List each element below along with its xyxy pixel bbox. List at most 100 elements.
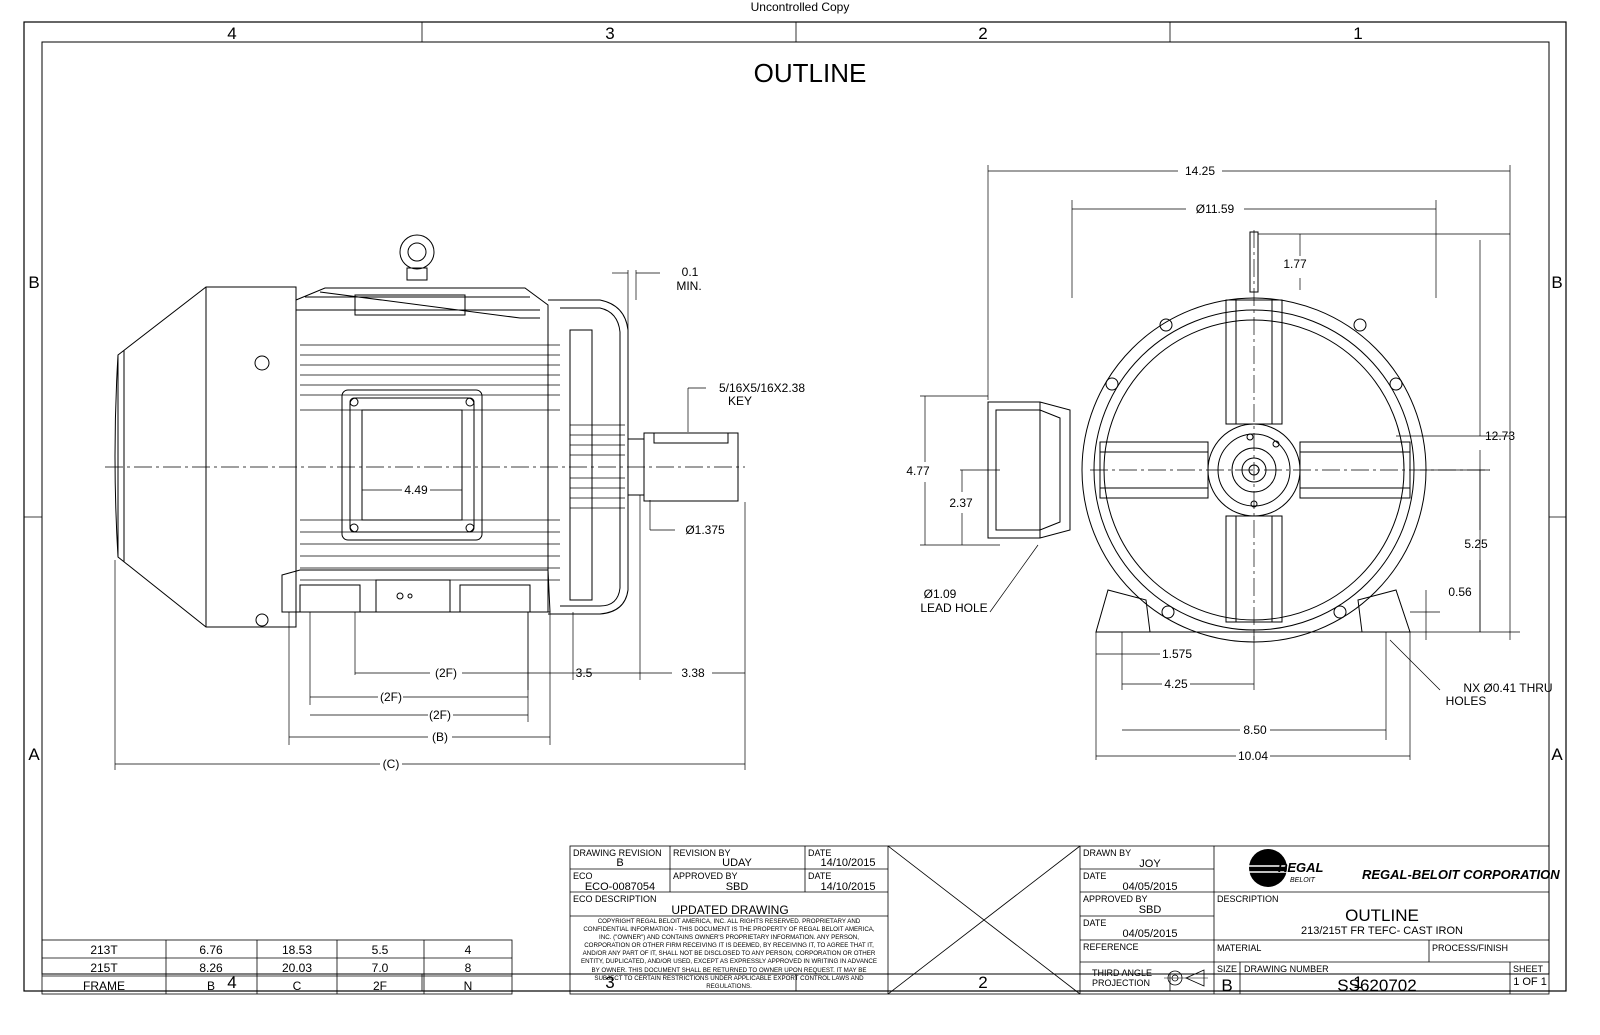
frame-cell: 7.0 xyxy=(372,961,389,975)
side-view-dimension-lines xyxy=(114,270,746,770)
zone-top-1: 1 xyxy=(1353,24,1362,43)
frame-cell: 213T xyxy=(90,943,118,957)
holes-label: HOLES xyxy=(1446,694,1487,708)
approved-by-label: APPROVED BY xyxy=(673,871,738,881)
frame-cell: 18.53 xyxy=(282,943,312,957)
description-subtitle: 213/215T FR TEFC- CAST IRON xyxy=(1301,925,1463,937)
dim-2f-middle: (2F) xyxy=(380,690,402,704)
eco-description-label: ECO DESCRIPTION xyxy=(573,894,657,904)
zone-bottom-4: 4 xyxy=(227,973,236,992)
zone-bottom-2: 2 xyxy=(978,973,987,992)
logo-text-regal: REGAL xyxy=(1278,860,1324,875)
motor-side-view xyxy=(105,234,745,628)
frame-table: 213T 6.76 18.53 5.5 4 215T 8.26 20.03 7.… xyxy=(83,943,472,993)
frame-cell: 2F xyxy=(373,979,387,993)
projection-line-2: PROJECTION xyxy=(1092,978,1150,988)
dim-11-59: Ø11.59 xyxy=(1196,202,1235,216)
dim-4-25: 4.25 xyxy=(1164,677,1188,691)
frame-cell: 4 xyxy=(465,943,472,957)
reference-label: REFERENCE xyxy=(1083,942,1139,952)
approved-date-label: DATE xyxy=(808,871,831,881)
dim-14-25: 14.25 xyxy=(1185,164,1215,178)
drawn-date: 04/05/2015 xyxy=(1122,881,1177,893)
dim-10-04: 10.04 xyxy=(1238,749,1268,763)
approved-date: 14/10/2015 xyxy=(820,881,875,893)
dim-4-77: 4.77 xyxy=(906,464,930,478)
revision-by: UDAY xyxy=(722,857,752,869)
dim-2f-lower: (2F) xyxy=(429,708,451,722)
title-block-grid xyxy=(569,845,1550,995)
frame-cell: C xyxy=(293,979,302,993)
company-name: REGAL-BELOIT CORPORATION xyxy=(1362,867,1560,882)
zone-bottom-1: 1 xyxy=(1353,973,1362,992)
lead-hole-diameter: Ø1.09 xyxy=(924,587,957,601)
zone-left-b: B xyxy=(28,273,39,292)
drawing-revision-label: DRAWING REVISION xyxy=(573,848,662,858)
projection-line-1: THIRD ANGLE xyxy=(1092,968,1152,978)
drawn-by: JOY xyxy=(1139,858,1161,870)
eco-number: ECO-0087054 xyxy=(585,881,655,893)
zone-left-a: A xyxy=(28,745,40,764)
dim-min-value: 0.1 xyxy=(682,265,699,279)
dim-12-73: 12.73 xyxy=(1485,429,1515,443)
dim-3-38: 3.38 xyxy=(681,666,705,680)
key-spec: 5/16X5/16X2.38 xyxy=(719,381,805,395)
dim-min-label: MIN. xyxy=(676,279,701,293)
dim-1-77: 1.77 xyxy=(1283,257,1307,271)
zone-right-b: B xyxy=(1551,273,1562,292)
zone-right-a: A xyxy=(1551,745,1563,764)
drawing-title: OUTLINE xyxy=(754,58,867,88)
zone-top-2: 2 xyxy=(978,24,987,43)
frame-cell: 6.76 xyxy=(199,943,223,957)
frame-cell: B xyxy=(207,979,215,993)
frame-cell: 8 xyxy=(465,961,472,975)
frame-cell: 215T xyxy=(90,961,118,975)
process-finish-label: PROCESS/FINISH xyxy=(1432,943,1508,953)
material-label: MATERIAL xyxy=(1217,943,1261,953)
description-label: DESCRIPTION xyxy=(1217,894,1279,904)
approved-by: SBD xyxy=(1139,904,1162,916)
regal-beloit-logo: REGAL BELOIT xyxy=(1240,849,1324,887)
approved-by-rev: SBD xyxy=(726,881,749,893)
dim-3-5: 3.5 xyxy=(576,666,593,680)
frame-cell: 8.26 xyxy=(199,961,223,975)
inner-border xyxy=(41,41,1550,975)
holes-spec: NX Ø0.41 THRU xyxy=(1463,681,1552,695)
drawing-number-label: DRAWING NUMBER xyxy=(1244,964,1329,974)
frame-cell: FRAME xyxy=(83,979,125,993)
frame-table-grid xyxy=(41,939,513,995)
dim-shaft-diameter: Ø1.375 xyxy=(685,523,725,537)
end-view-dimension-lines xyxy=(920,165,1520,760)
logo-text-beloit: BELOIT xyxy=(1290,877,1316,884)
approved-date-2: 04/05/2015 xyxy=(1122,928,1177,940)
dim-c: (C) xyxy=(383,757,400,771)
eco-label: ECO xyxy=(573,871,593,881)
size-label: SIZE xyxy=(1217,964,1237,974)
dim-box-width: 4.49 xyxy=(404,483,428,497)
dim-1-575: 1.575 xyxy=(1162,647,1192,661)
frame-cell: 5.5 xyxy=(372,943,389,957)
zone-bottom-3: 3 xyxy=(605,973,614,992)
dim-2f-upper: (2F) xyxy=(435,666,457,680)
dim-0-56: 0.56 xyxy=(1448,585,1472,599)
frame-cell: 20.03 xyxy=(282,961,312,975)
drawn-by-label: DRAWN BY xyxy=(1083,848,1131,858)
dim-5-25: 5.25 xyxy=(1464,537,1488,551)
frame-cell: N xyxy=(464,979,473,993)
rev-date: 14/10/2015 xyxy=(820,857,875,869)
zone-top-4: 4 xyxy=(227,24,236,43)
drawing-revision: B xyxy=(616,857,623,869)
rev-date-label: DATE xyxy=(808,848,831,858)
eco-description: UPDATED DRAWING xyxy=(671,903,788,917)
zone-top-3: 3 xyxy=(605,24,614,43)
description-title: OUTLINE xyxy=(1345,906,1419,925)
revision-by-label: REVISION BY xyxy=(673,848,731,858)
copyright-notice: COPYRIGHT REGAL BELOIT AMERICA, INC. ALL… xyxy=(580,918,878,990)
lead-hole-label: LEAD HOLE xyxy=(920,601,987,615)
dim-2-37: 2.37 xyxy=(949,496,973,510)
drawn-date-label: DATE xyxy=(1083,871,1106,881)
sheet-label: SHEET xyxy=(1513,964,1544,974)
outer-border xyxy=(23,21,1567,992)
dim-8-50: 8.50 xyxy=(1243,723,1267,737)
